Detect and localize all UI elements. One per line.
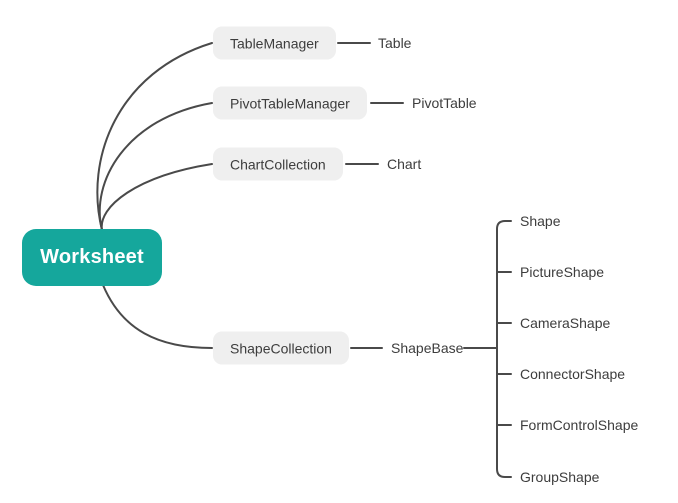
node-formcontrolshape[interactable]: FormControlShape xyxy=(520,417,639,433)
node-pivottablemanager[interactable]: PivotTableManager xyxy=(213,86,367,120)
node-chart[interactable]: Chart xyxy=(387,156,422,172)
node-table[interactable]: Table xyxy=(378,35,412,51)
curve-root-to-shapecollection xyxy=(102,284,213,349)
node-chartcollection[interactable]: ChartCollection xyxy=(213,147,343,181)
node-worksheet[interactable]: Worksheet xyxy=(22,229,162,286)
node-shape[interactable]: Shape xyxy=(520,213,561,229)
node-connectorshape[interactable]: ConnectorShape xyxy=(520,366,626,382)
node-shapecollection[interactable]: ShapeCollection xyxy=(213,331,349,365)
curve-root-to-pivottablemanager xyxy=(98,102,213,231)
node-tablemanager[interactable]: TableManager xyxy=(213,26,336,60)
node-pivottable[interactable]: PivotTable xyxy=(412,95,477,111)
curve-root-to-tablemanager xyxy=(96,42,213,231)
curve-root-to-chartcollection xyxy=(100,163,213,231)
node-pictureshape[interactable]: PictureShape xyxy=(520,264,605,280)
node-shapebase[interactable]: ShapeBase xyxy=(391,340,464,356)
bracket-shapebase-children xyxy=(496,220,512,478)
node-camerashape[interactable]: CameraShape xyxy=(520,315,611,331)
node-groupshape[interactable]: GroupShape xyxy=(520,469,600,485)
